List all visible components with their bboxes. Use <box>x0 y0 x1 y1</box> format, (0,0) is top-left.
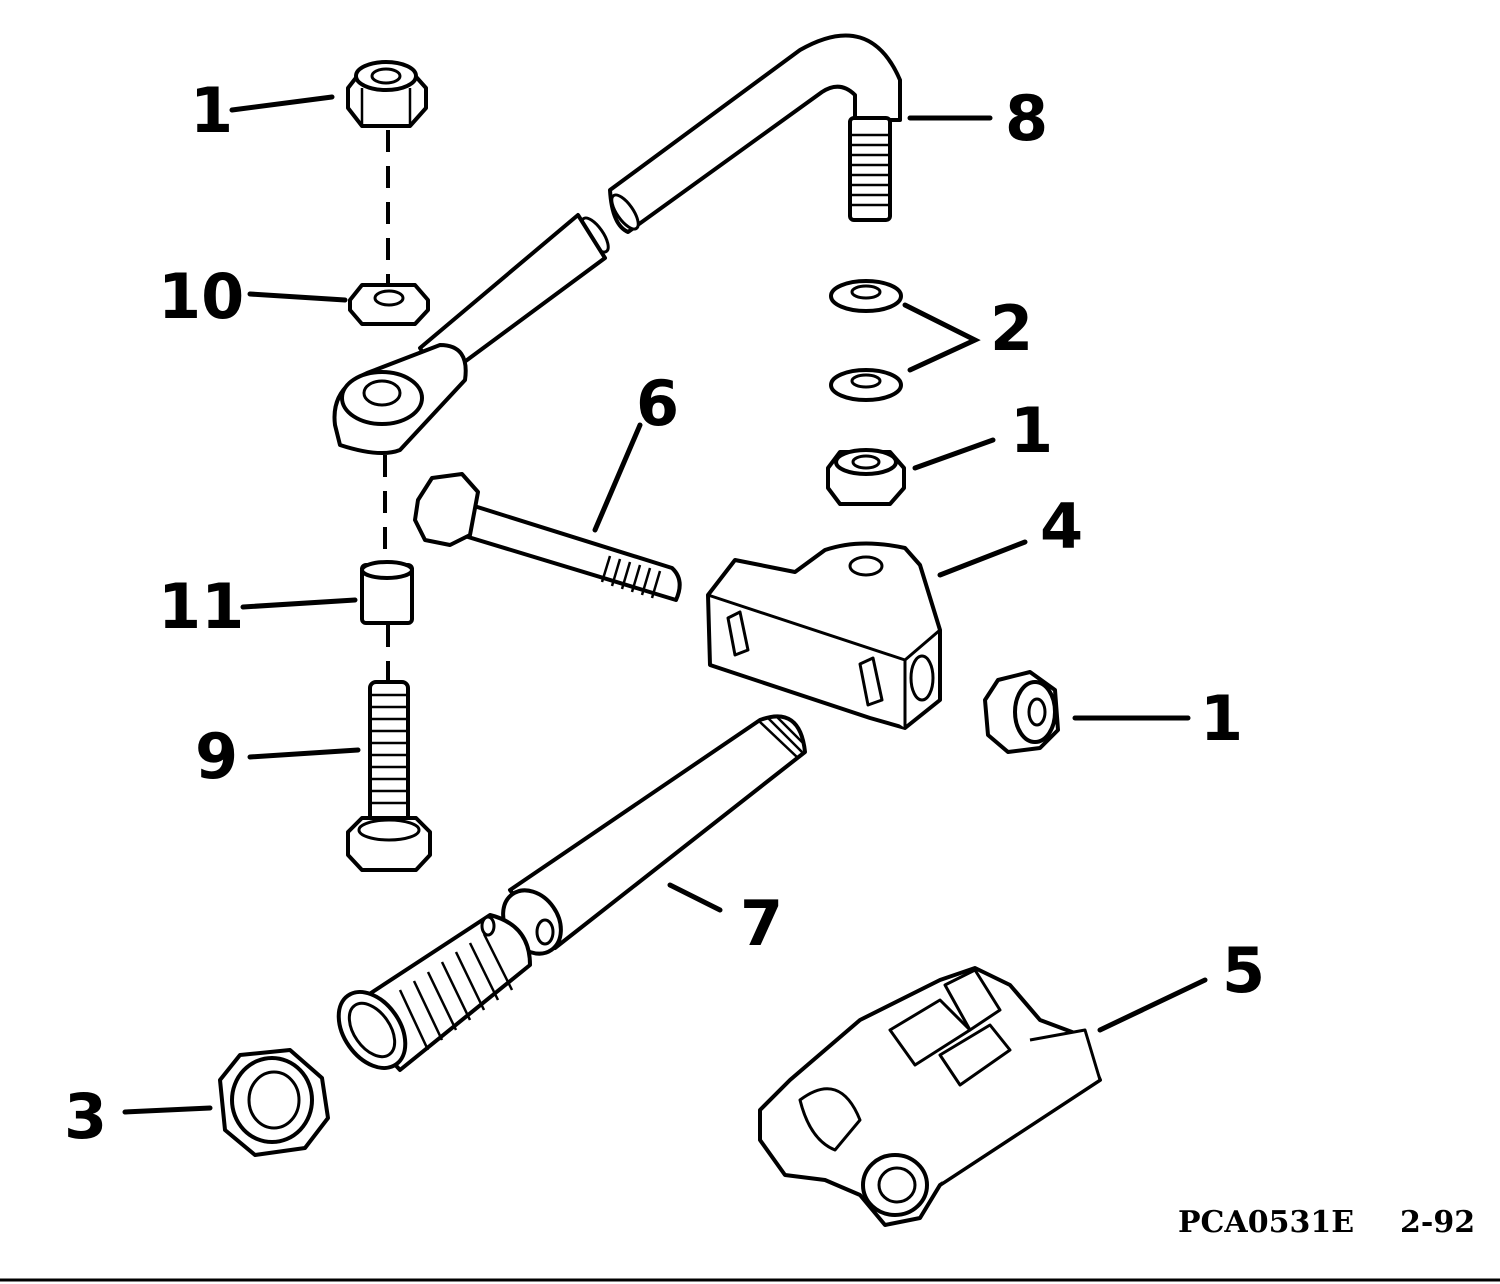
screw-part <box>346 680 432 872</box>
callout-nut-mid: 1 <box>1010 394 1053 467</box>
callout-nut-top: 1 <box>190 74 233 147</box>
callout-jam-nut: 3 <box>64 1080 107 1153</box>
callout-washers: 2 <box>990 292 1033 365</box>
jam-nut-part <box>218 1048 330 1157</box>
callout-washer-10: 10 <box>158 260 244 333</box>
callout-bracket: 4 <box>1040 490 1083 563</box>
callout-bolt: 6 <box>636 367 679 440</box>
threaded-sleeve <box>336 913 532 1072</box>
lock-nut-mid <box>826 448 906 506</box>
callout-labels: 1 10 8 2 1 6 4 11 1 9 7 5 3 <box>64 74 1265 1153</box>
washer-part-10 <box>348 283 430 326</box>
cradle-part <box>758 966 1102 1227</box>
callout-cradle: 5 <box>1222 934 1265 1007</box>
link-rod-part <box>332 33 902 456</box>
revision-code: 2-92 <box>1400 1205 1475 1240</box>
callout-screw: 9 <box>195 720 238 793</box>
part-code: PCA0531E <box>1178 1205 1354 1240</box>
lock-nut-top <box>346 60 428 128</box>
bolt-part <box>413 472 682 602</box>
callout-link-rod: 8 <box>1005 82 1048 155</box>
spacer-part <box>360 560 414 625</box>
washers-part <box>829 279 903 402</box>
lock-nut-right <box>983 670 1060 754</box>
callout-tube: 7 <box>740 887 783 960</box>
leader-lines <box>122 94 1208 1115</box>
rod-threads <box>852 133 888 207</box>
bracket-part <box>706 541 942 730</box>
callout-nut-right: 1 <box>1200 682 1243 755</box>
callout-spacer: 11 <box>158 570 244 643</box>
